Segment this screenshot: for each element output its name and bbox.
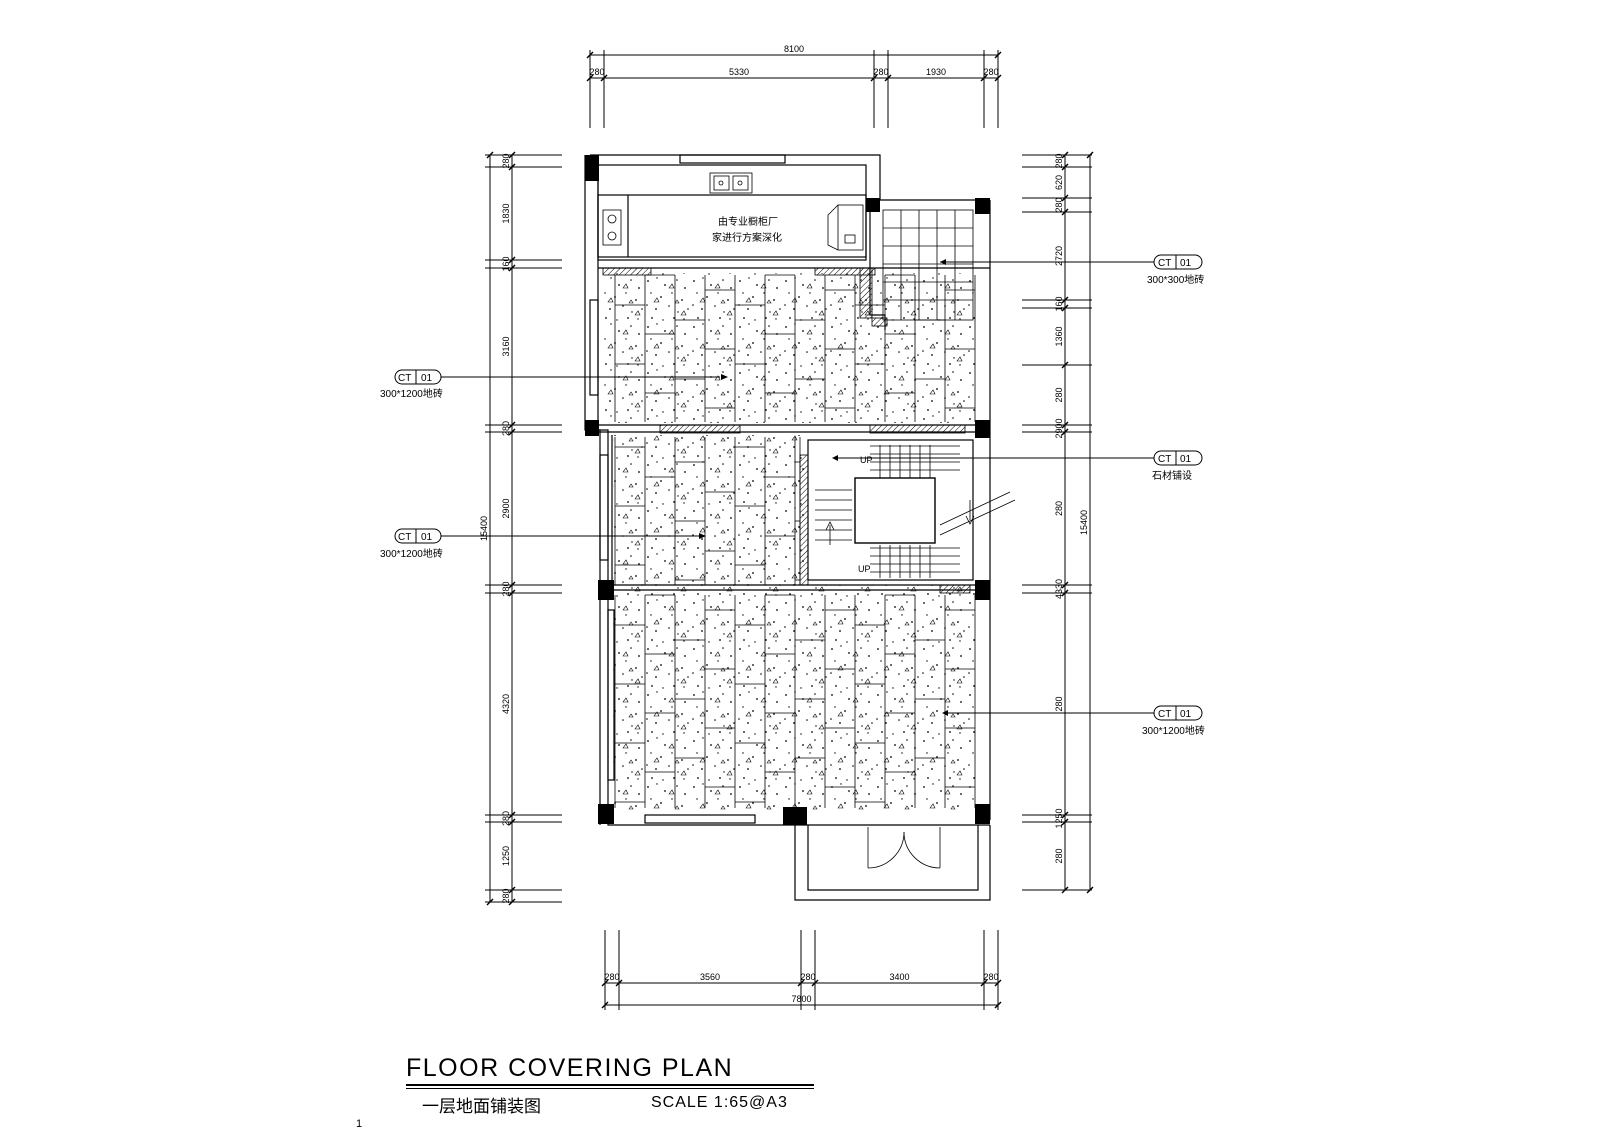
dimension-label: 280 — [1054, 387, 1064, 402]
dimension-label: 280 — [1054, 696, 1064, 711]
dimension-total-label: 15400 — [479, 516, 489, 541]
callout-number: 01 — [421, 373, 433, 384]
callout-number: 01 — [1180, 454, 1192, 465]
drawing-title: FLOOR COVERING PLAN — [406, 1054, 734, 1082]
dimension-label: 280 — [1054, 501, 1064, 516]
callout-number: 01 — [1180, 709, 1192, 720]
drawing-subtitle: 一层地面铺装图 — [422, 1097, 541, 1116]
callout-note: 300*1200地砖 — [1142, 724, 1205, 737]
callout-balcony-tile: CT 01 300*300地砖 — [940, 254, 1204, 286]
dimension-label: 1360 — [1054, 326, 1064, 346]
dimension-total-label: 7800 — [791, 994, 811, 1004]
dimension-label: 280 — [501, 888, 511, 903]
callout-stone: CT 01 石材铺设 — [832, 450, 1203, 482]
callout-note: 300*1200地砖 — [380, 547, 443, 560]
stair-up-label: UP — [858, 564, 871, 574]
callout-kitchen-dining-tile: CT 01 300*1200地砖 — [380, 369, 728, 400]
dimension-label: 280 — [873, 67, 888, 77]
kitchen-note-line2: 家进行方案深化 — [712, 231, 782, 244]
callout-number: 01 — [1180, 258, 1192, 269]
dimension-label: 1830 — [501, 203, 511, 223]
dimension-label: 280 — [589, 67, 604, 77]
tile-joint-grid — [614, 274, 976, 808]
dimension-label: 280 — [1054, 153, 1064, 168]
callout-code: CT — [398, 532, 411, 543]
dimension-label: 2720 — [1054, 246, 1064, 266]
kitchen-fixtures — [602, 172, 864, 251]
dimension-label: 5330 — [729, 67, 749, 77]
dimension-total-label: 8100 — [784, 44, 804, 54]
dimension-lines: 280 5330 280 1930 280 8100 280 3560 280 3400 280 78… — [479, 44, 1094, 1010]
walls — [584, 154, 991, 901]
callout-living-tile: CT 01 300*1200地砖 — [942, 705, 1205, 737]
dimension-label: 280 — [983, 67, 998, 77]
dimension-label: 4330 — [1054, 579, 1064, 599]
callout-corridor-tile: CT 01 300*1200地砖 — [380, 528, 706, 560]
callout-note: 石材铺设 — [1152, 469, 1192, 482]
dimension-label: 4320 — [501, 694, 511, 714]
kitchen-note-line1: 由专业橱柜厂 — [718, 215, 778, 228]
callout-code: CT — [1158, 258, 1171, 269]
dimension-label: 1250 — [1054, 808, 1064, 828]
dimension-label: 280 — [501, 421, 511, 436]
dimension-label: 280 — [501, 581, 511, 596]
dimension-label: 280 — [800, 972, 815, 982]
dimension-label: 3560 — [700, 972, 720, 982]
dimension-label: 280 — [604, 972, 619, 982]
callout-note: 300*1200地砖 — [380, 387, 443, 400]
tile-floor-balcony-300x300 — [882, 209, 974, 321]
dimension-label: 280 — [983, 972, 998, 982]
hatched-partitions — [602, 267, 971, 594]
title-underline — [406, 1084, 814, 1086]
drawing-scale: SCALE 1:65@A3 — [651, 1094, 788, 1111]
callout-code: CT — [398, 373, 411, 384]
dimension-label: 160 — [1054, 296, 1064, 311]
dimension-label: 3400 — [889, 972, 909, 982]
callout-number: 01 — [421, 532, 433, 543]
dimension-label: 3160 — [501, 336, 511, 356]
callout-code: CT — [1158, 709, 1171, 720]
structural-columns — [585, 155, 990, 825]
dimension-label: 2900 — [501, 498, 511, 518]
dimension-label: 620 — [1054, 175, 1064, 190]
dimension-total-label: 15400 — [1079, 510, 1089, 535]
corner-mark: 1 — [356, 1118, 363, 1130]
dimension-label: 2900 — [1054, 418, 1064, 438]
stair-up-label: UP — [860, 455, 873, 465]
dimension-label: 280 — [1054, 197, 1064, 212]
dimension-label: 1930 — [926, 67, 946, 77]
staircase — [815, 445, 1016, 578]
entrance-double-door — [867, 827, 941, 869]
tile-floor-living — [603, 273, 975, 810]
callout-note: 300*300地砖 — [1147, 273, 1204, 286]
dimension-label: 280 — [501, 811, 511, 826]
dimension-label: 280 — [501, 153, 511, 168]
dimension-label: 280 — [1054, 848, 1064, 863]
dimension-label: 160 — [501, 256, 511, 271]
callout-code: CT — [1158, 454, 1171, 465]
dimension-label: 1250 — [501, 846, 511, 866]
title-underline — [406, 1088, 814, 1089]
